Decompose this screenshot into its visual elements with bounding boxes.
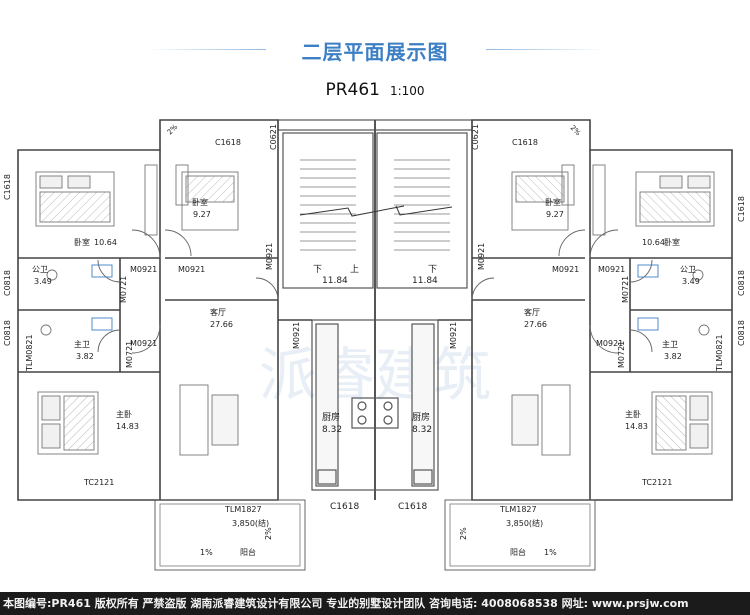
stair-treads-left (300, 159, 356, 251)
unit-right-balcony (444, 499, 596, 571)
room-living-label-left: 客厅 (210, 307, 226, 317)
roof-slope-right-1: 2% (569, 124, 583, 138)
window-c0818-right-1: C0818 (737, 270, 746, 296)
room-bed-large-area-right: 10.64 (642, 238, 665, 247)
window-c1618-left-outer: C1618 (3, 174, 12, 200)
door-m0921-left-1: M0921 (130, 265, 157, 274)
balcony-slope2-right: 2% (459, 527, 468, 540)
kitchen-area-left: 8.32 (322, 425, 342, 435)
window-c0818-left-1: C0818 (3, 270, 12, 296)
room-bed-large-label-left: 卧室 (74, 237, 90, 247)
stair-up-left: 上 (350, 264, 359, 275)
kitchen-label-left: 厨房 (322, 411, 340, 423)
title-decor-line-left (148, 49, 266, 50)
door-m0721-right-1: M0721 (621, 276, 630, 303)
room-master-bed-label-left: 主卧 (116, 409, 132, 419)
door-m0921-right-5: M0921 (449, 322, 458, 349)
window-c0818-right-2: C0818 (737, 320, 746, 346)
stair-down-right: 下 (428, 265, 437, 275)
window-c1618-left-top: C1618 (215, 138, 241, 147)
door-m0921-left-3: M0921 (130, 339, 157, 348)
unit-left-walls (17, 119, 312, 501)
roof-slope-left-1: 2% (166, 123, 180, 137)
room-master-bath-area-right: 3.82 (664, 352, 682, 361)
room-living-label-right: 客厅 (524, 307, 540, 317)
unit-right-labels: C1618 C1618 C0818 C0818 TLM0821 10.64 卧室… (449, 124, 746, 557)
room-master-bed-label-right: 主卧 (625, 409, 641, 419)
room-public-bath-label-left: 公卫 (32, 265, 48, 274)
window-c1618-kitchen-left: C1618 (330, 502, 359, 512)
unit-right-doors (471, 229, 653, 354)
page-title: 二层平面展示图 (301, 40, 449, 64)
kitchen-label-right: 厨房 (412, 411, 430, 423)
window-c0621-right: C0621 (471, 124, 480, 150)
door-m0921-left-4: M0921 (265, 243, 274, 270)
unit-left-doors (97, 229, 279, 354)
door-m0721-left-1: M0721 (119, 276, 128, 303)
window-c1618-right-outer: C1618 (737, 196, 746, 222)
room-bed-small-label-right: 卧室 (545, 197, 561, 207)
door-tlm0821-left: TLM0821 (25, 334, 34, 372)
door-tlm1827-left: TLM1827 (224, 505, 262, 514)
kitchen-block (311, 319, 439, 491)
window-c0621-left: C0621 (269, 124, 278, 150)
door-m0921-left-5: M0921 (292, 322, 301, 349)
stair-area-right: 11.84 (412, 276, 438, 286)
room-bed-small-label-left: 卧室 (192, 197, 208, 207)
footer-bar: 本图编号:PR461 版权所有 严禁盗版 湖南派睿建筑设计有限公司 专业的别墅设… (0, 592, 750, 615)
stair-breaks (299, 205, 453, 217)
plan-scale: 1:100 (389, 84, 425, 98)
unit-left-furniture (35, 164, 239, 456)
plan-code-line: PR461 1:100 (0, 80, 750, 100)
unit-right (438, 119, 733, 571)
room-bed-large-label-right: 卧室 (664, 237, 680, 247)
room-master-bed-area-left: 14.83 (116, 422, 139, 431)
door-m0921-left-2: M0921 (178, 265, 205, 274)
window-tc2121-right: TC2121 (641, 478, 672, 487)
door-tlm1827-right: TLM1827 (499, 505, 537, 514)
unit-left-balcony (154, 499, 306, 571)
room-public-bath-label-right: 公卫 (680, 265, 696, 274)
window-c1618-kitchen-right: C1618 (398, 502, 427, 512)
room-living-area-left: 27.66 (210, 320, 233, 329)
window-c1618-right-top: C1618 (512, 138, 538, 147)
balcony-label-left: 阳台 (240, 547, 256, 557)
window-c0818-left-2: C0818 (3, 320, 12, 346)
balcony-label-right: 阳台 (510, 547, 526, 557)
room-master-bath-label-left: 主卫 (74, 339, 90, 349)
stair-block (277, 119, 473, 500)
kitchen-area-right: 8.32 (412, 425, 432, 435)
window-tc2121-left: TC2121 (83, 478, 114, 487)
room-living-area-right: 27.66 (524, 320, 547, 329)
room-public-bath-area-right: 3.49 (682, 277, 700, 286)
title-decor-line-right (486, 49, 604, 50)
room-master-bath-label-right: 主卫 (662, 339, 678, 349)
balcony-dim-right: 3,850(结) (506, 518, 543, 528)
door-m0921-right-2: M0921 (598, 265, 625, 274)
door-m0921-right-3: M0921 (596, 339, 623, 348)
door-m0921-right-4: M0921 (477, 243, 486, 270)
balcony-slope-left: 1% (200, 548, 213, 557)
room-master-bath-area-left: 3.82 (76, 352, 94, 361)
plan-code: PR461 (325, 80, 380, 100)
unit-right-furniture (511, 164, 715, 456)
stair-treads-right (394, 159, 450, 251)
door-m0721-left-2: M0721 (125, 341, 134, 368)
room-master-bed-area-right: 14.83 (625, 422, 648, 431)
balcony-slope-right: 1% (544, 548, 557, 557)
floor-plan: 派睿建筑 11.84 11.84 下 上 下 C0621 C0621 厨房 8.… (3, 119, 746, 571)
door-m0721-right-2: M0721 (617, 341, 626, 368)
stair-down-left: 下 (313, 265, 322, 275)
room-bed-small-area-left: 9.27 (193, 210, 211, 219)
unit-left: C1618 C1618 C0818 C0818 TLM0821 卧室 10.64… (3, 119, 312, 571)
room-public-bath-area-left: 3.49 (34, 277, 52, 286)
room-bed-small-area-right: 9.27 (546, 210, 564, 219)
stair-area-left: 11.84 (322, 276, 348, 286)
door-m0921-right-1: M0921 (552, 265, 579, 274)
balcony-dim-left: 3,850(结) (232, 518, 269, 528)
room-bed-large-area-left: 10.64 (94, 238, 117, 247)
door-tlm0821-right: TLM0821 (715, 334, 724, 372)
balcony-slope2-left: 2% (264, 527, 273, 540)
